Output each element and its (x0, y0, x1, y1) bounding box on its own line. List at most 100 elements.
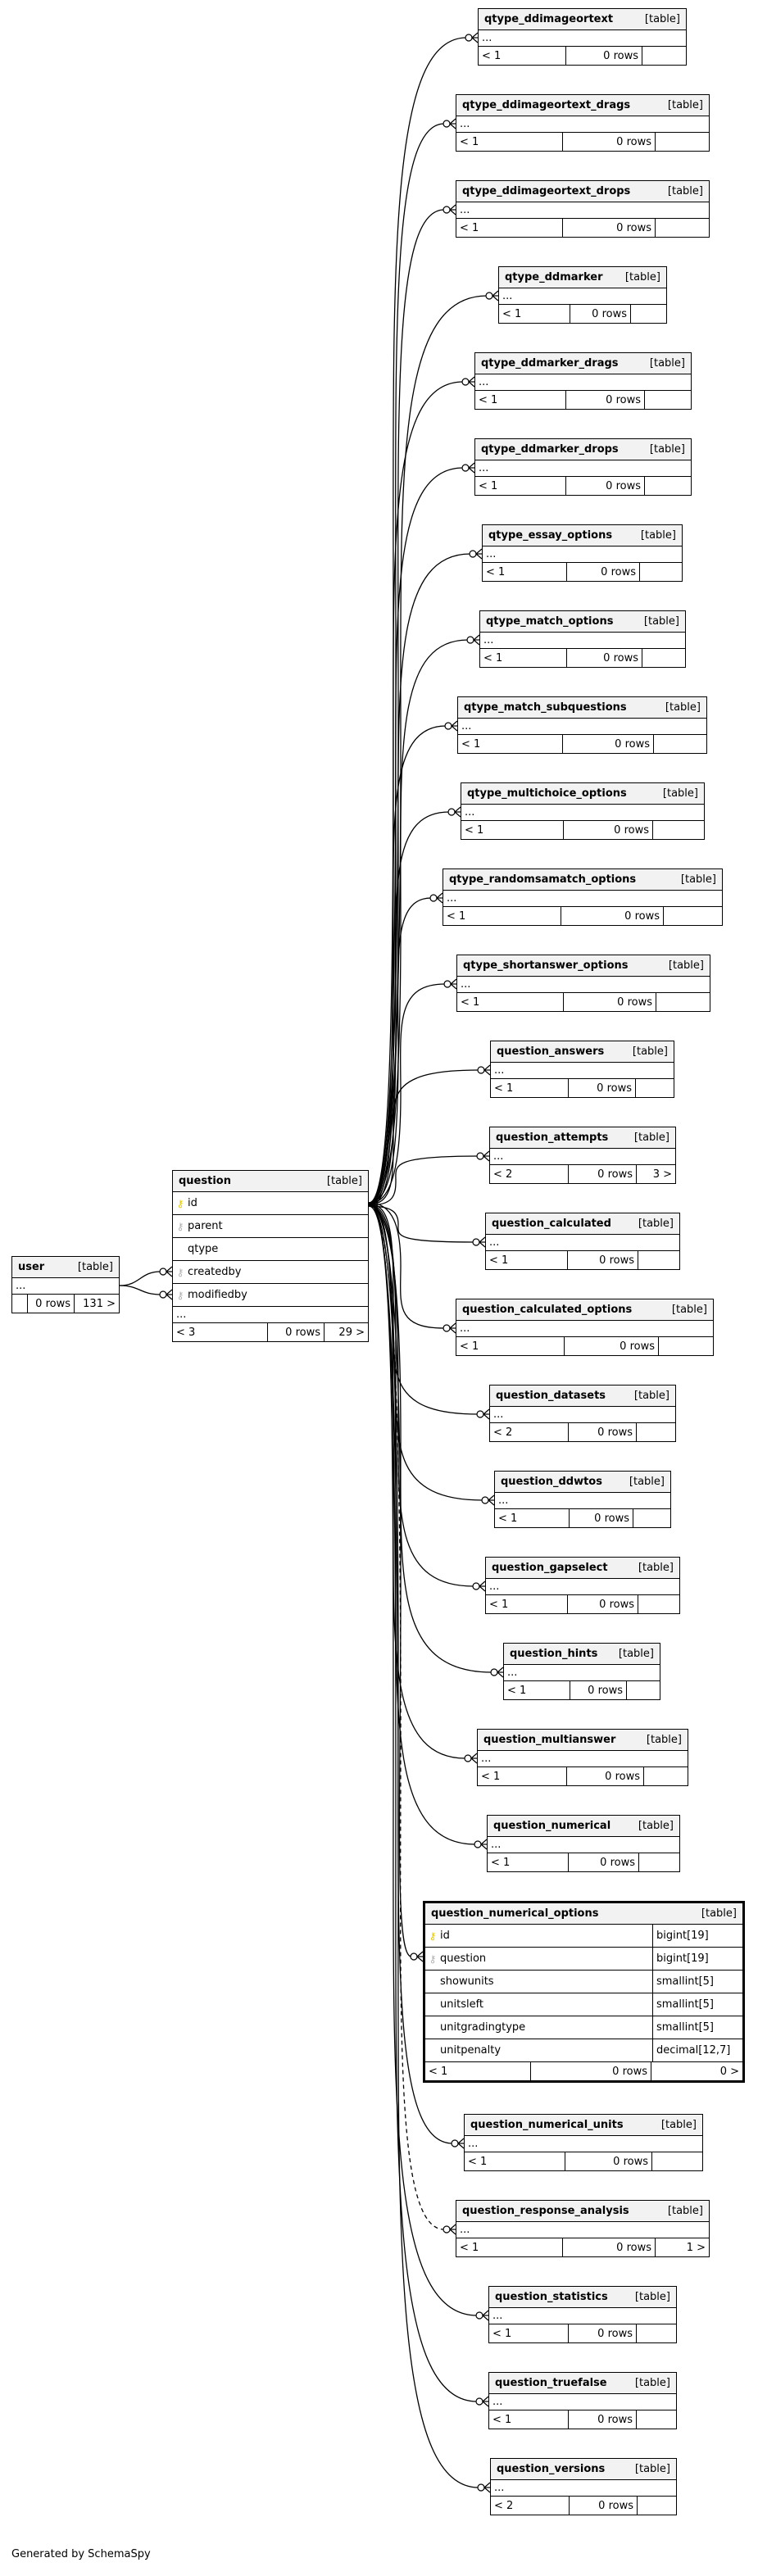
parent-count[interactable]: < 1 (507, 1684, 527, 1697)
child-count[interactable] (656, 219, 709, 237)
child-count[interactable]: 1 > (686, 2241, 706, 2254)
parent-count[interactable]: < 1 (447, 909, 466, 923)
table-header[interactable]: question_versions[table] (491, 2459, 676, 2480)
table-header[interactable]: question_statistics[table] (489, 2287, 676, 2308)
child-count[interactable]: 0 > (719, 2065, 739, 2078)
parent-count[interactable]: < 2 (493, 1426, 513, 1439)
child-count[interactable] (638, 1595, 679, 1613)
table-question-calculated-options[interactable]: question_calculated_options[table]...< 1… (456, 1299, 714, 1356)
child-count[interactable] (636, 1079, 674, 1097)
table-header[interactable]: qtype_ddimageortext[table] (479, 9, 686, 30)
parent-count[interactable]: < 1 (492, 2413, 512, 2426)
table-header[interactable]: qtype_multichoice_options[table] (461, 783, 704, 805)
table-header[interactable]: qtype_match_options[table] (480, 611, 685, 633)
child-count[interactable] (645, 391, 691, 409)
child-count[interactable] (656, 133, 709, 151)
table-header[interactable]: question_datasets[table] (490, 1386, 675, 1407)
parent-count[interactable]: < 1 (483, 651, 503, 664)
parent-count[interactable]: < 1 (461, 995, 480, 1009)
child-count[interactable] (633, 1509, 670, 1527)
child-count[interactable]: 3 > (652, 1168, 672, 1181)
parent-count[interactable]: < 1 (479, 479, 498, 492)
child-count[interactable] (656, 993, 710, 1011)
table-header[interactable]: question[table] (173, 1171, 368, 1192)
child-count[interactable]: 29 > (338, 1326, 365, 1339)
parent-count[interactable] (12, 1295, 27, 1313)
table-header[interactable]: question_numerical[table] (488, 1816, 679, 1837)
column-modifiedby[interactable]: ⚷modifiedby (173, 1284, 368, 1307)
table-header[interactable]: question_ddwtos[table] (495, 1472, 670, 1493)
table-header[interactable]: qtype_essay_options[table] (483, 525, 682, 546)
parent-count[interactable]: < 1 (461, 737, 481, 751)
table-header[interactable]: question_calculated_options[table] (456, 1299, 713, 1321)
table-header[interactable]: qtype_ddmarker_drops[table] (475, 439, 691, 460)
parent-count[interactable]: < 1 (481, 1770, 501, 1783)
table-header[interactable]: question_response_analysis[table] (456, 2201, 709, 2222)
table-header[interactable]: qtype_shortanswer_options[table] (457, 955, 710, 977)
parent-count[interactable]: < 1 (486, 565, 506, 578)
parent-count[interactable]: < 1 (460, 135, 479, 148)
parent-count[interactable]: < 1 (460, 1340, 479, 1353)
parent-count[interactable]: < 2 (493, 1168, 513, 1181)
parent-count[interactable]: < 1 (489, 1598, 509, 1611)
table-header[interactable]: qtype_match_subquestions[table] (458, 697, 706, 719)
table-header[interactable]: question_multianswer[table] (478, 1730, 688, 1751)
parent-count[interactable]: < 1 (460, 2241, 479, 2254)
child-count[interactable]: 131 > (83, 1297, 116, 1310)
parent-count[interactable]: < 1 (482, 49, 502, 62)
child-count[interactable] (645, 477, 691, 495)
child-count[interactable] (637, 2410, 676, 2429)
parent-count[interactable]: < 1 (498, 1512, 518, 1525)
parent-count[interactable]: < 1 (491, 1856, 511, 1869)
child-count[interactable] (627, 1681, 660, 1699)
parent-count[interactable]: < 1 (494, 1082, 514, 1095)
parent-count[interactable]: < 1 (460, 221, 479, 234)
child-count[interactable] (640, 563, 682, 581)
table-header[interactable]: qtype_ddmarker[table] (499, 267, 666, 288)
table-header[interactable]: question_numerical_options[table] (425, 1903, 742, 1925)
parent-count[interactable]: < 1 (468, 2155, 488, 2168)
table-header[interactable]: qtype_randomsamatch_options[table] (443, 869, 722, 891)
table-header[interactable]: qtype_ddimageortext_drops[table] (456, 181, 709, 202)
parent-count[interactable]: < 1 (465, 823, 484, 837)
child-count[interactable] (652, 2152, 702, 2170)
child-count[interactable] (644, 1767, 688, 1785)
table-header[interactable]: qtype_ddmarker_drags[table] (475, 353, 691, 374)
table-header[interactable]: question_hints[table] (504, 1644, 660, 1665)
column-createdby[interactable]: ⚷createdby (173, 1261, 368, 1284)
child-count[interactable] (654, 735, 706, 753)
column-id[interactable]: ⚷id (173, 1192, 368, 1215)
parent-count[interactable]: < 1 (479, 393, 498, 406)
table-header[interactable]: question_truefalse[table] (489, 2373, 676, 2394)
child-count[interactable] (653, 821, 704, 839)
column-qtype[interactable]: qtype (173, 1238, 368, 1261)
